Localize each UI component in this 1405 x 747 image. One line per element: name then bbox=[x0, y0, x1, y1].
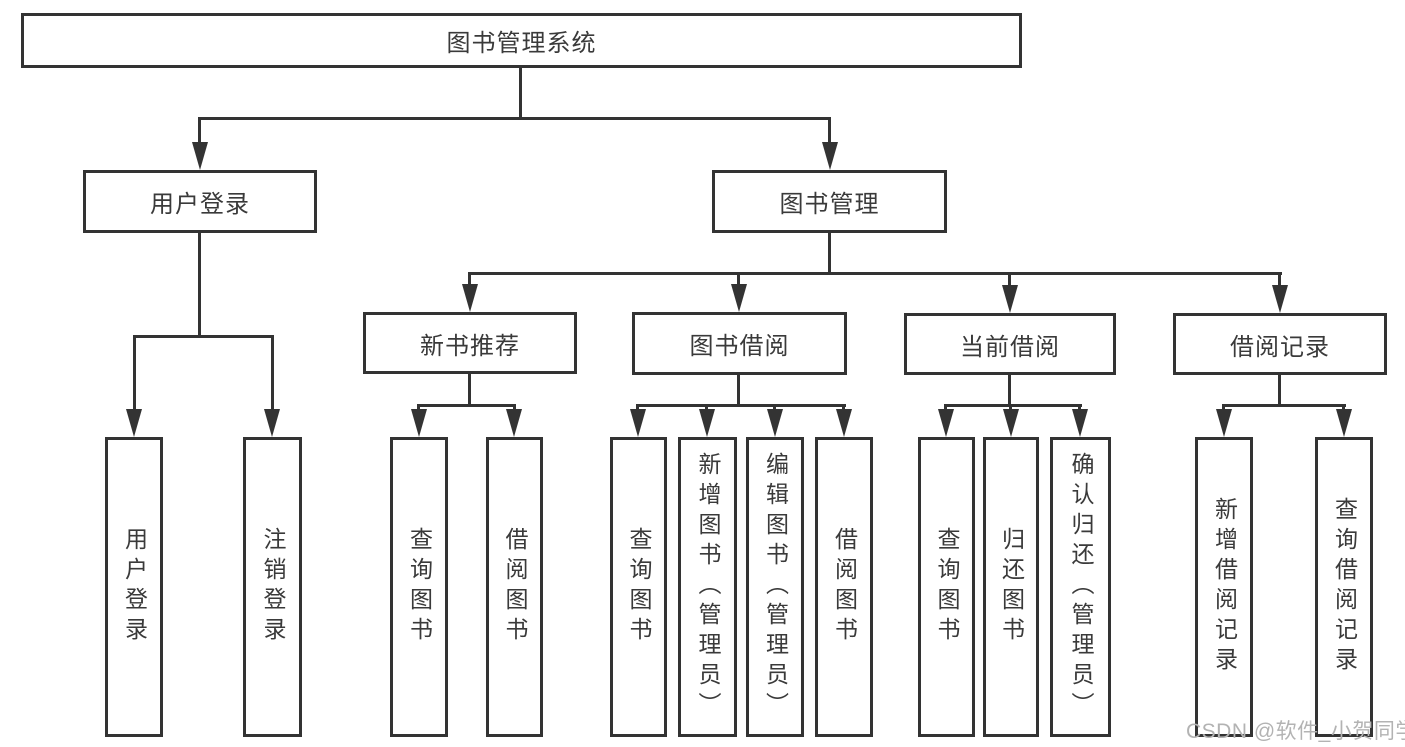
arrow-down-icon bbox=[630, 409, 646, 437]
arrow-down-icon bbox=[411, 409, 427, 437]
arrow-down-icon bbox=[462, 284, 478, 312]
connector-line bbox=[1342, 404, 1345, 412]
connector-line bbox=[519, 68, 522, 117]
connector-line bbox=[469, 272, 1282, 275]
node-book-borrow-label: 图书借阅 bbox=[689, 333, 790, 360]
connector-line bbox=[417, 404, 420, 412]
leaf-bb-add-books-admin-label: 新增图书（管理员） bbox=[695, 452, 721, 722]
connector-line bbox=[773, 404, 776, 412]
connector-line bbox=[198, 233, 201, 335]
leaf-logout: 注销登录 bbox=[243, 437, 302, 737]
leaf-bb-add-books-admin: 新增图书（管理员） bbox=[678, 437, 737, 737]
node-borrow-records-label: 借阅记录 bbox=[1230, 333, 1330, 361]
connector-line bbox=[1222, 404, 1225, 412]
connector-line bbox=[944, 404, 947, 412]
leaf-nr-query-books: 查询图书 bbox=[390, 437, 448, 737]
leaf-br-query-record: 查询借阅记录 bbox=[1315, 437, 1373, 737]
node-book-management: 图书管理 bbox=[712, 170, 947, 233]
connector-line bbox=[705, 404, 708, 412]
connector-line bbox=[828, 117, 831, 144]
leaf-nr-query-books-label: 查询图书 bbox=[406, 527, 433, 647]
leaf-cb-confirm-return-admin: 确认归还（管理员） bbox=[1050, 437, 1111, 737]
connector-line bbox=[417, 404, 516, 407]
arrow-down-icon bbox=[731, 284, 747, 312]
connector-line bbox=[944, 404, 1082, 407]
leaf-br-query-record-label: 查询借阅记录 bbox=[1331, 497, 1358, 677]
node-new-book-recommend-label: 新书推荐 bbox=[420, 332, 520, 360]
node-user-login-label: 用户登录 bbox=[150, 191, 250, 218]
arrow-down-icon bbox=[822, 142, 838, 170]
arrow-down-icon bbox=[699, 409, 715, 437]
node-current-borrow-label: 当前借阅 bbox=[960, 333, 1060, 361]
connector-line bbox=[842, 404, 845, 412]
leaf-cb-confirm-return-admin-label: 确认归还（管理员） bbox=[1068, 452, 1094, 722]
arrow-down-icon bbox=[1216, 409, 1232, 437]
leaf-nr-borrow-books-label: 借阅图书 bbox=[502, 527, 528, 647]
node-current-borrow: 当前借阅 bbox=[904, 313, 1116, 375]
leaf-user-login-label: 用户登录 bbox=[121, 527, 148, 647]
arrow-down-icon bbox=[938, 409, 954, 437]
connector-line bbox=[1009, 404, 1012, 412]
connector-line bbox=[1078, 404, 1081, 412]
leaf-bb-edit-books-admin: 编辑图书（管理员） bbox=[746, 437, 804, 737]
connector-line bbox=[737, 375, 740, 407]
node-borrow-records: 借阅记录 bbox=[1173, 313, 1387, 375]
arrow-down-icon bbox=[1002, 285, 1018, 313]
arrow-down-icon bbox=[264, 409, 280, 437]
leaf-user-login: 用户登录 bbox=[105, 437, 163, 737]
leaf-bb-edit-books-admin-label: 编辑图书（管理员） bbox=[762, 452, 789, 722]
connector-line bbox=[513, 404, 516, 412]
connector-line bbox=[1278, 375, 1281, 407]
connector-line bbox=[1278, 272, 1281, 288]
connector-line bbox=[133, 335, 274, 338]
arrow-down-icon bbox=[1336, 409, 1352, 437]
connector-line bbox=[1008, 375, 1011, 407]
leaf-bb-query-books-label: 查询图书 bbox=[626, 527, 652, 647]
connector-line bbox=[271, 335, 274, 411]
arrow-down-icon bbox=[1003, 409, 1019, 437]
node-book-borrow: 图书借阅 bbox=[632, 312, 847, 375]
arrow-down-icon bbox=[192, 142, 208, 170]
node-book-management-label: 图书管理 bbox=[779, 191, 880, 218]
connector-line bbox=[636, 404, 846, 407]
connector-line bbox=[198, 117, 831, 120]
leaf-cb-return-books: 归还图书 bbox=[983, 437, 1039, 737]
arrow-down-icon bbox=[836, 409, 852, 437]
connector-line bbox=[468, 272, 471, 288]
leaf-br-add-record: 新增借阅记录 bbox=[1195, 437, 1253, 737]
leaf-logout-label: 注销登录 bbox=[260, 527, 286, 647]
node-new-book-recommend: 新书推荐 bbox=[363, 312, 577, 374]
leaf-cb-query-books: 查询图书 bbox=[918, 437, 975, 737]
leaf-bb-query-books: 查询图书 bbox=[610, 437, 667, 737]
leaf-bb-borrow-books-label: 借阅图书 bbox=[831, 527, 858, 647]
node-user-login: 用户登录 bbox=[83, 170, 317, 233]
connector-line bbox=[737, 272, 740, 288]
connector-line bbox=[636, 404, 639, 412]
connector-line bbox=[468, 374, 471, 407]
leaf-cb-return-books-label: 归还图书 bbox=[998, 527, 1025, 647]
arrow-down-icon bbox=[506, 409, 522, 437]
node-root: 图书管理系统 bbox=[21, 13, 1022, 68]
node-root-label: 图书管理系统 bbox=[446, 30, 597, 57]
arrow-down-icon bbox=[1272, 285, 1288, 313]
watermark: CSDN @软件_小贺同学 bbox=[1186, 720, 1405, 743]
connector-line bbox=[1008, 272, 1011, 288]
connector-line bbox=[133, 335, 136, 411]
arrow-down-icon bbox=[126, 409, 142, 437]
arrow-down-icon bbox=[767, 409, 783, 437]
connector-line bbox=[198, 117, 201, 144]
leaf-bb-borrow-books: 借阅图书 bbox=[815, 437, 873, 737]
connector-line bbox=[828, 233, 831, 274]
leaf-nr-borrow-books: 借阅图书 bbox=[486, 437, 543, 737]
leaf-cb-query-books-label: 查询图书 bbox=[934, 527, 960, 647]
connector-line bbox=[1222, 404, 1346, 407]
leaf-br-add-record-label: 新增借阅记录 bbox=[1211, 497, 1238, 677]
arrow-down-icon bbox=[1072, 409, 1088, 437]
